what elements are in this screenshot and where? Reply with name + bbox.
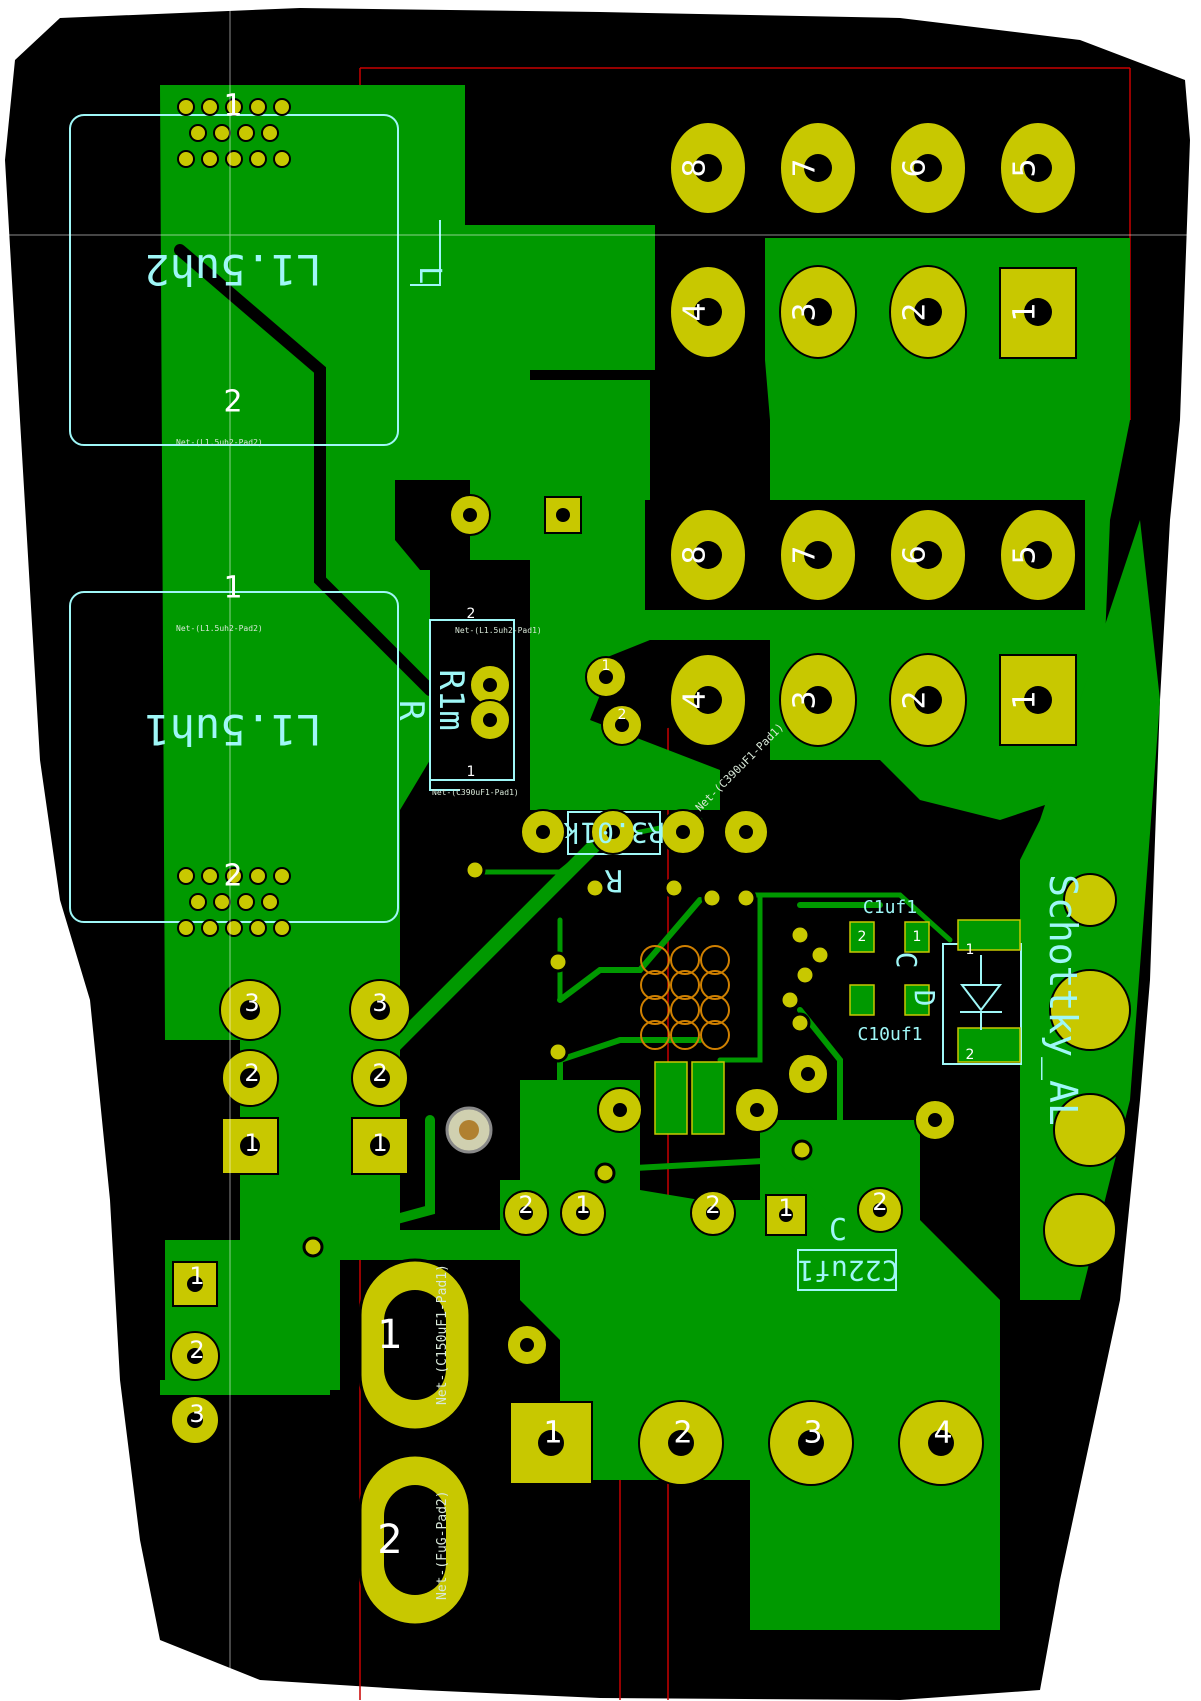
pad-left-a-2: 2: [244, 1059, 259, 1087]
silk-d-ref-small: D: [908, 990, 941, 1007]
header-top-pin-1: 1: [1008, 302, 1043, 321]
bottom-pad-3: 3: [803, 1416, 822, 1451]
header-bottom-pin-3: 3: [788, 690, 823, 709]
silk-c22-value: C22uf1: [797, 1254, 898, 1287]
header-top-pin-3: 3: [788, 302, 823, 321]
net-label-l1-pad1: Net-(L1.5uh2-Pad1): [455, 626, 542, 635]
inductor-via-clusters: [177, 98, 291, 937]
inductor-top-pad-2: 2: [223, 385, 242, 420]
header-top-pin-4: 4: [678, 302, 713, 321]
silk-r3-value: R3.01k: [563, 816, 664, 849]
pad-left-b-3: 3: [372, 989, 387, 1017]
header-bottom-pin-8: 8: [678, 545, 713, 564]
silk-l-ref: L: [412, 266, 447, 284]
c22-outline: [797, 1249, 897, 1291]
silk-c10-value: C10uf1: [857, 1024, 922, 1045]
smd-pad-2: 2: [858, 929, 867, 945]
mid-pads: 2 1 2 1 2 2 1 1 2 1 2 2 1: [449, 494, 975, 1366]
silk-r-ref: R: [391, 700, 431, 721]
silk-c1-value: C1uf1: [863, 897, 917, 918]
header-top-pin-7: 7: [788, 158, 823, 177]
diode-symbol: [959, 955, 1003, 1030]
net-label-l2-pad2: Net-(L1.5uh2-Pad2): [176, 624, 263, 633]
pad-left-b-2: 2: [372, 1059, 387, 1087]
big-pad-2: 2: [377, 1517, 402, 1563]
right-edge-pads: [1043, 873, 1131, 1267]
r1-pad-2: 2: [467, 606, 476, 622]
big-oval-pads: 1 2: [358, 1106, 493, 1627]
silk-c2-ref: C: [829, 1213, 847, 1248]
diode-pad-2: 2: [966, 1047, 975, 1063]
ic-thermal-vias: [640, 945, 730, 1050]
via-pad-2: 2: [618, 707, 627, 723]
r1-outline: [429, 619, 515, 781]
header-top-pin-8: 8: [678, 158, 713, 177]
big-pad-1: 1: [377, 1312, 402, 1358]
silk-l1-value: L1.5uh2: [144, 245, 321, 294]
c22-pad-2: 2: [872, 1188, 887, 1216]
silk-d-value: Schottky_AL: [1040, 874, 1085, 1126]
inductor-bottom-pad-2: 2: [223, 859, 242, 894]
bottom-pad-2: 2: [673, 1416, 692, 1451]
net-label-fuse: Net-(FuG-Pad2): [435, 1490, 450, 1600]
inductor-bottom-pad-1: 1: [223, 571, 242, 606]
traces: [174, 244, 953, 1245]
header-bottom: 8 7 6 5 4 3 2 1: [669, 508, 1077, 747]
pad-left-b-1: 1: [372, 1129, 387, 1157]
silk-c-ref: C: [890, 952, 923, 969]
header-top-pin-5: 5: [1008, 158, 1043, 177]
header-bottom-pin-2: 2: [898, 690, 933, 709]
silk-r3-ref: R: [604, 862, 623, 897]
mid-pad-2b: 2: [705, 1191, 720, 1219]
smd-pads: [654, 919, 1021, 1135]
header-top: 8 7 6 5 4 3 2 1: [669, 121, 1077, 359]
header-bottom-pin-6: 6: [898, 545, 933, 564]
pad-left-a-3: 3: [244, 989, 259, 1017]
bottom-row-pads: 1 2 3 4: [509, 1400, 984, 1486]
header-bottom-pin-4: 4: [678, 690, 713, 709]
header-bottom-pin-1: 1: [1008, 690, 1043, 709]
silk-l2-value: L1.5uh1: [144, 705, 321, 754]
pad-left-a-1: 1: [244, 1129, 259, 1157]
mid-pad-2a: 2: [518, 1191, 533, 1219]
inductor-top-pad-1: 1: [223, 89, 242, 124]
header-bottom-pin-5: 5: [1008, 545, 1043, 564]
silk-r1-value: R1m: [431, 669, 471, 730]
net-label-l1-pad2: Net-(L1.5uh2-Pad2): [176, 438, 263, 447]
r1-pad-1: 1: [467, 764, 476, 780]
header-bottom-pin-7: 7: [788, 545, 823, 564]
header-top-pin-2: 2: [898, 302, 933, 321]
diode-pad-1: 1: [966, 942, 975, 958]
header-top-pin-6: 6: [898, 158, 933, 177]
smd-pad-1: 1: [913, 929, 922, 945]
left-pad-columns: 3 2 1 3 2 1 1 2 3: [170, 979, 411, 1445]
pad-small-3: 3: [189, 1400, 204, 1428]
pad-small-1: 1: [189, 1262, 204, 1290]
bottom-pad-4: 4: [933, 1416, 952, 1451]
pad-small-2: 2: [189, 1336, 204, 1364]
net-label-c39: Net-(C390uF1-Pad1): [432, 788, 519, 797]
via-pad-1: 1: [602, 658, 611, 674]
c22-pad-1: 1: [778, 1194, 793, 1222]
signal-vias: [302, 859, 831, 1258]
net-label-c150: Net-(C150uF1-Pad1): [435, 1264, 450, 1405]
bottom-pad-1: 1: [543, 1416, 562, 1451]
mid-pad-1a: 1: [575, 1191, 590, 1219]
